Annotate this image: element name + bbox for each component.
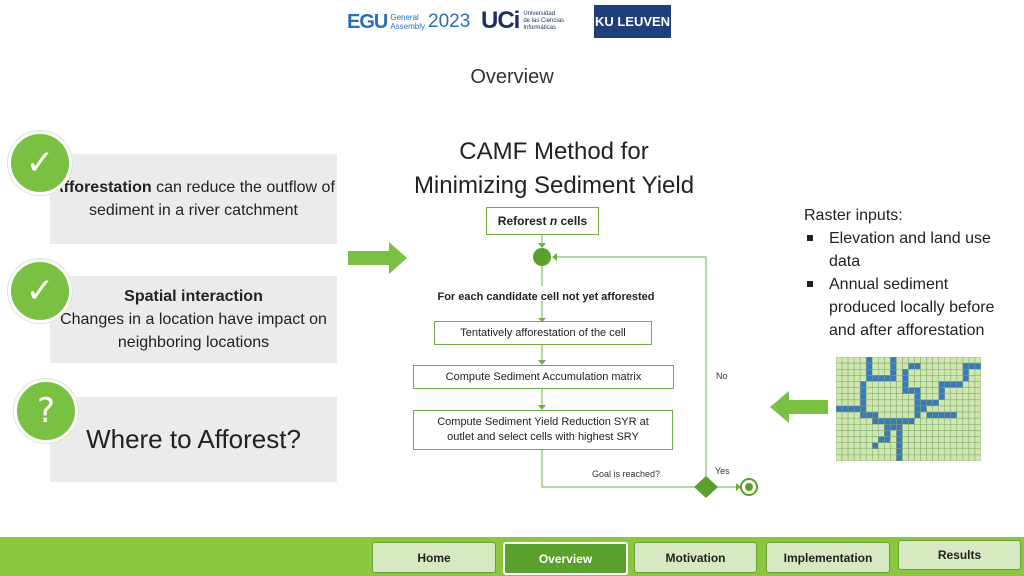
raster-heading: Raster inputs:: [804, 207, 903, 224]
question-icon: ?: [14, 379, 78, 443]
decision-diamond: [694, 476, 718, 498]
card-where-to-afforest: Where to Afforest?: [50, 397, 337, 482]
page-title: Overview: [470, 66, 554, 88]
egu-logo-mark: EGU: [347, 10, 388, 33]
card-spatial-interaction: Spatial interaction Changes in a locatio…: [50, 276, 337, 363]
goal-label: Goal is reached?: [592, 469, 661, 479]
raster-grid-image: [836, 357, 981, 461]
nav-motivation-button[interactable]: Motivation: [634, 542, 757, 573]
check-icon: ✓: [8, 259, 72, 323]
card-afforestation: Afforestation can reduce the outflow of …: [50, 154, 337, 244]
nav-overview-button[interactable]: Overview: [503, 542, 628, 575]
nav-implementation-button[interactable]: Implementation: [766, 542, 890, 573]
no-label: No: [716, 371, 728, 381]
ku-leuven-logo: KU LEUVEN: [594, 5, 671, 38]
uci-logo: UCi Universidad de las Ciencias Informát…: [481, 7, 565, 34]
nav-results-button[interactable]: Results: [898, 540, 1021, 570]
tentative-box: Tentatively afforestation of the cell: [434, 321, 652, 345]
sry-box: Compute Sediment Yield Reduction SYR at …: [413, 410, 673, 450]
reforest-box: Reforest n cells: [486, 207, 599, 235]
merge-node: [533, 248, 551, 266]
loop-label: For each candidate cell not yet afforest…: [437, 291, 655, 303]
left-arrow-icon: [770, 391, 828, 423]
egu-logo: EGU General Assembly 2023: [347, 10, 471, 33]
raster-item: Elevation and land use data: [804, 227, 1019, 273]
nav-home-button[interactable]: Home: [372, 542, 496, 573]
raster-item: Annual sediment produced locally before …: [804, 273, 1019, 342]
right-arrow-icon: [348, 242, 407, 274]
check-icon: ✓: [8, 131, 72, 195]
yes-label: Yes: [715, 466, 730, 476]
raster-inputs: Raster inputs: Elevation and land use da…: [804, 204, 1019, 342]
method-title: CAMF Method for Minimizing Sediment Yiel…: [413, 138, 695, 199]
accumulation-box: Compute Sediment Accumulation matrix: [413, 365, 674, 389]
